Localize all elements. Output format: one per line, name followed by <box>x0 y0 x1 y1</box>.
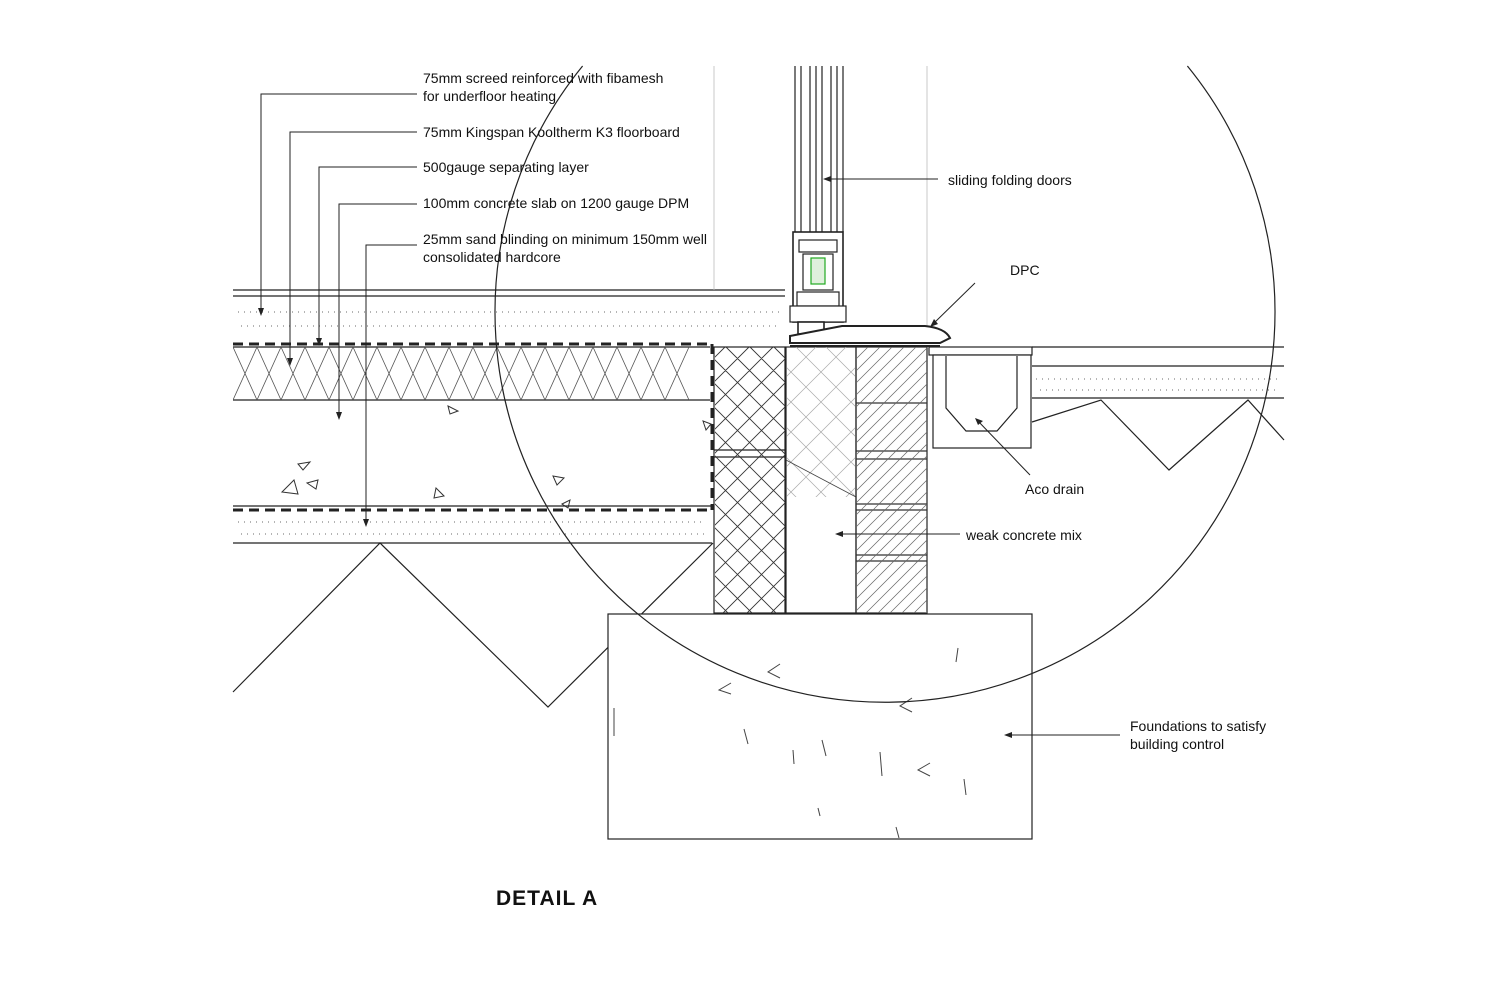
label-drain: Aco drain <box>1025 481 1085 497</box>
external-paving <box>1031 346 1285 471</box>
label-sand-blinding: 25mm sand blinding on minimum 150mm well… <box>423 231 708 265</box>
concrete-foundation <box>607 613 1033 840</box>
label-insulation: 75mm Kingspan Kooltherm K3 floorboard <box>423 124 680 140</box>
label-screed: 75mm screed reinforced with fibamesh for… <box>423 70 664 104</box>
label-weak-mix: weak concrete mix <box>966 527 1082 543</box>
label-separating-layer: 500gauge separating layer <box>423 159 589 175</box>
label-doors: sliding folding doors <box>948 172 1072 188</box>
label-dpc: DPC <box>1010 262 1040 278</box>
sand-blinding <box>233 505 712 544</box>
insulation-layer <box>233 346 710 401</box>
sliding-door-frame <box>713 66 928 340</box>
concrete-slab <box>280 405 712 509</box>
leader-lines <box>260 93 1120 736</box>
outer-brick-leaf <box>855 346 928 614</box>
inner-blockwork-leaf <box>713 346 786 614</box>
screed-layer <box>233 289 785 327</box>
drawing-title: DETAIL A <box>496 887 599 910</box>
label-foundations: Foundations to satisfy building control <box>1130 718 1267 752</box>
separating-layer-dashed <box>233 342 714 510</box>
detail-circle <box>494 65 1276 703</box>
label-slab: 100mm concrete slab on 1200 gauge DPM <box>423 195 690 211</box>
threshold-sill <box>789 325 952 347</box>
aco-drain <box>928 346 1033 449</box>
